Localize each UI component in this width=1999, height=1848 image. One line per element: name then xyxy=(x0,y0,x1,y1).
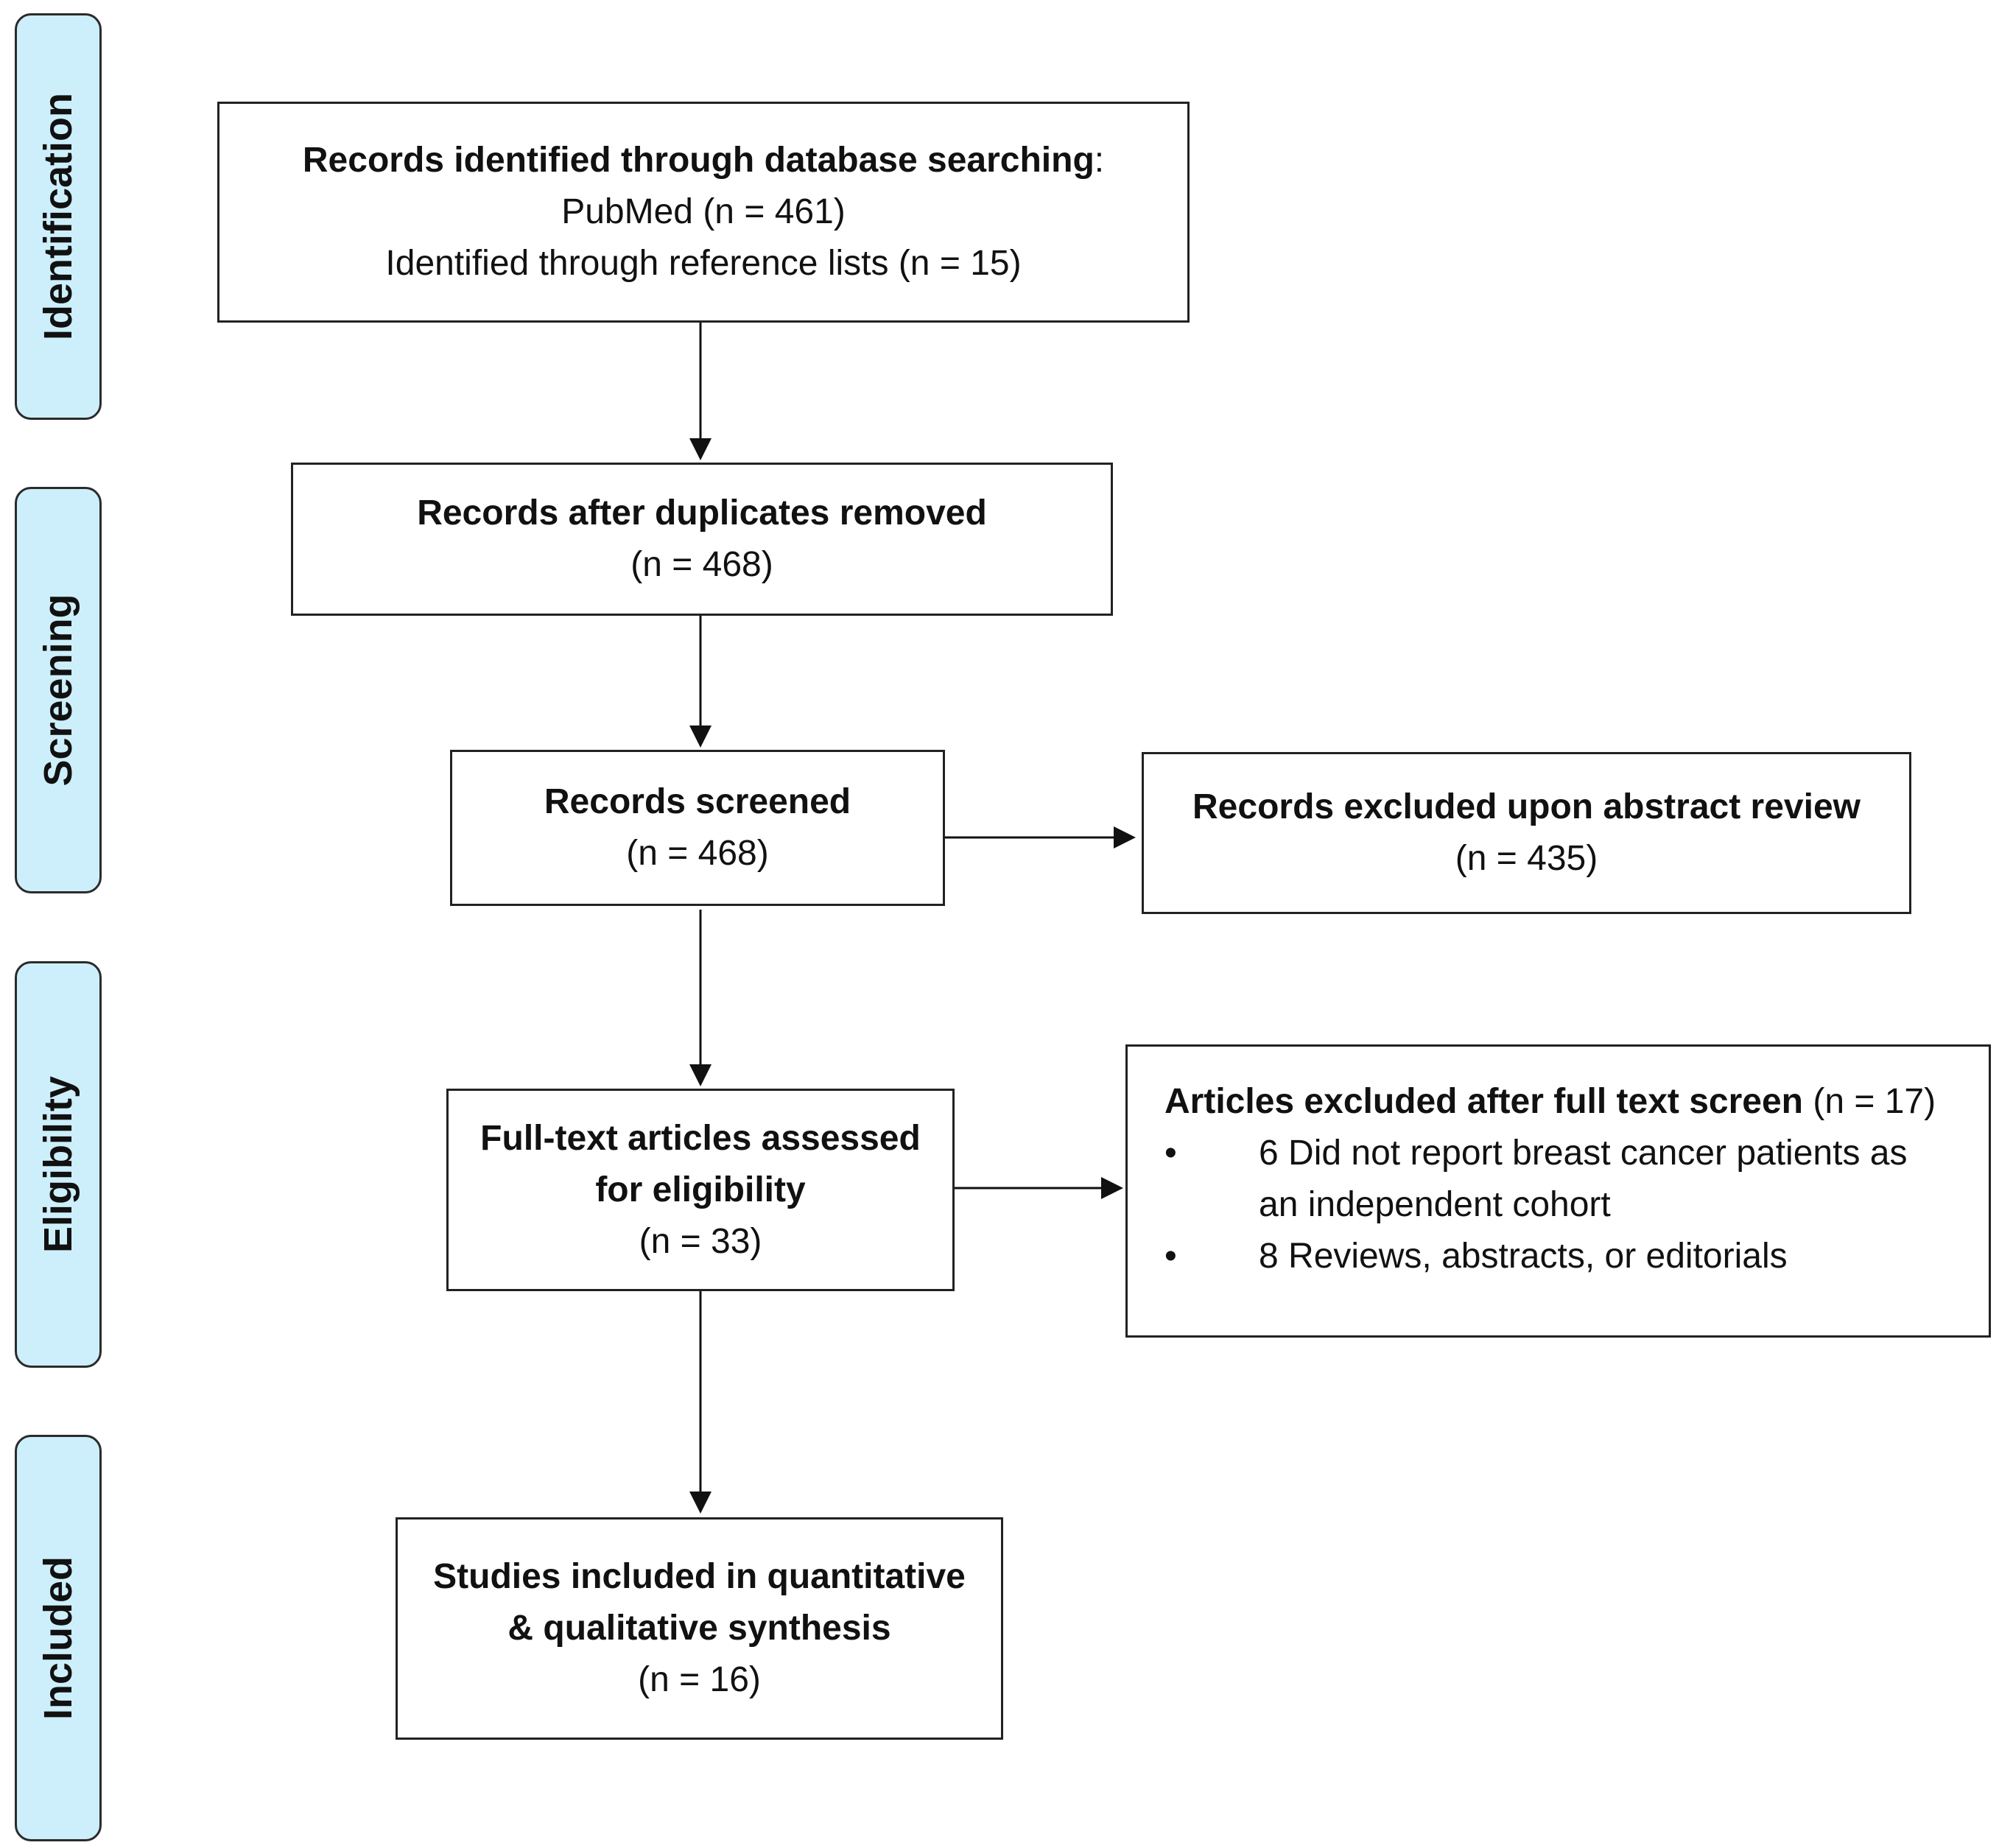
reason-item: 6 Did not report breast cancer patients … xyxy=(1164,1128,1907,1179)
box-fulltext-assessed: Full-text articles assessed for eligibil… xyxy=(446,1089,955,1291)
box-records-identified: Records identified through database sear… xyxy=(217,102,1190,323)
excluded-fulltext-reasons: 6 Did not report breast cancer patients … xyxy=(1164,1128,1907,1282)
excluded-fulltext-heading: Articles excluded after full text screen… xyxy=(1164,1076,1936,1128)
included-count: (n = 16) xyxy=(638,1660,761,1699)
stage-eligibility: Eligibility xyxy=(15,961,102,1368)
dedup-count: (n = 468) xyxy=(630,545,773,584)
identified-pubmed: PubMed (n = 461) xyxy=(561,192,846,231)
excluded-abstract-title: Records excluded upon abstract review xyxy=(1192,787,1861,826)
excluded-fulltext-title: Articles excluded after full text screen xyxy=(1164,1082,1803,1121)
box-records-excluded-abstract: Records excluded upon abstract review (n… xyxy=(1142,752,1911,914)
stage-screening: Screening xyxy=(15,487,102,893)
dedup-title: Records after duplicates removed xyxy=(417,493,987,533)
fulltext-title-line1: Full-text articles assessed xyxy=(480,1118,921,1158)
excluded-fulltext-count: (n = 17) xyxy=(1803,1082,1936,1121)
stage-included: Included xyxy=(15,1435,102,1841)
fulltext-count: (n = 33) xyxy=(639,1221,762,1261)
identified-title: Records identified through database sear… xyxy=(302,141,1095,180)
reason-item: 8 Reviews, abstracts, or editorials xyxy=(1164,1231,1907,1282)
reason-item-continuation: an independent cohort xyxy=(1259,1185,1611,1224)
excluded-abstract-count: (n = 435) xyxy=(1455,839,1598,878)
screened-title: Records screened xyxy=(544,782,851,821)
box-records-screened: Records screened (n = 468) xyxy=(450,750,945,906)
included-title-line2: & qualitative synthesis xyxy=(507,1609,891,1648)
stage-identification: Identification xyxy=(15,13,102,420)
box-articles-excluded-fulltext: Articles excluded after full text screen… xyxy=(1125,1044,1991,1338)
identified-title-suffix: : xyxy=(1094,141,1105,180)
included-title-line1: Studies included in quantitative xyxy=(433,1557,966,1596)
screened-count: (n = 468) xyxy=(626,834,769,873)
identified-title-row: Records identified through database sear… xyxy=(303,135,1104,186)
identified-references: Identified through reference lists (n = … xyxy=(385,244,1022,283)
box-records-deduplicated: Records after duplicates removed (n = 46… xyxy=(291,463,1113,616)
fulltext-title-line2: for eligibility xyxy=(595,1170,806,1209)
box-studies-included: Studies included in quantitative & quali… xyxy=(396,1517,1003,1740)
